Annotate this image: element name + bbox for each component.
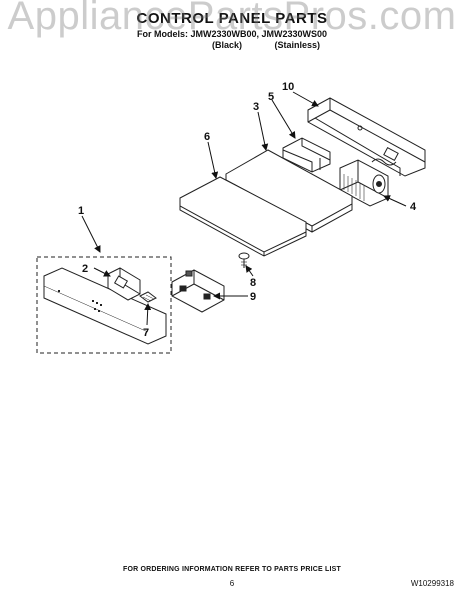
part-7-connector <box>139 291 157 303</box>
part-2-keypad <box>107 267 141 301</box>
part-10-bracket <box>307 97 426 177</box>
ordering-footer: FOR ORDERING INFORMATION REFER TO PARTS … <box>122 566 342 573</box>
callout-1: 1 <box>78 205 84 217</box>
callout-3: 3 <box>253 101 259 113</box>
part-6-sheet <box>179 176 307 257</box>
document-number: W10299318 <box>410 579 454 588</box>
part-8-screw <box>238 252 250 268</box>
leader-lines <box>81 91 407 326</box>
callout-4: 4 <box>410 201 417 213</box>
callout-5: 5 <box>268 91 274 103</box>
variant-stainless: (Stainless) <box>274 40 321 50</box>
callout-9: 9 <box>250 291 256 303</box>
callout-10: 10 <box>282 81 294 93</box>
part-4-fan <box>339 158 397 207</box>
part-9-module <box>171 269 225 313</box>
page-number: 6 <box>229 579 235 588</box>
callout-2: 2 <box>82 263 88 275</box>
models-line: For Models: JMW2330WB00, JMW2330WS00 <box>136 29 328 39</box>
variant-black: (Black) <box>212 40 243 50</box>
page-title: CONTROL PANEL PARTS <box>136 10 328 27</box>
part-1-control-panel <box>43 267 167 345</box>
model-variants: (Black) (Stainless) <box>212 40 320 50</box>
callout-6: 6 <box>204 131 210 143</box>
callout-7: 7 <box>143 327 149 339</box>
callout-8: 8 <box>250 277 256 289</box>
part-1-control-panel-boundary <box>36 256 172 354</box>
